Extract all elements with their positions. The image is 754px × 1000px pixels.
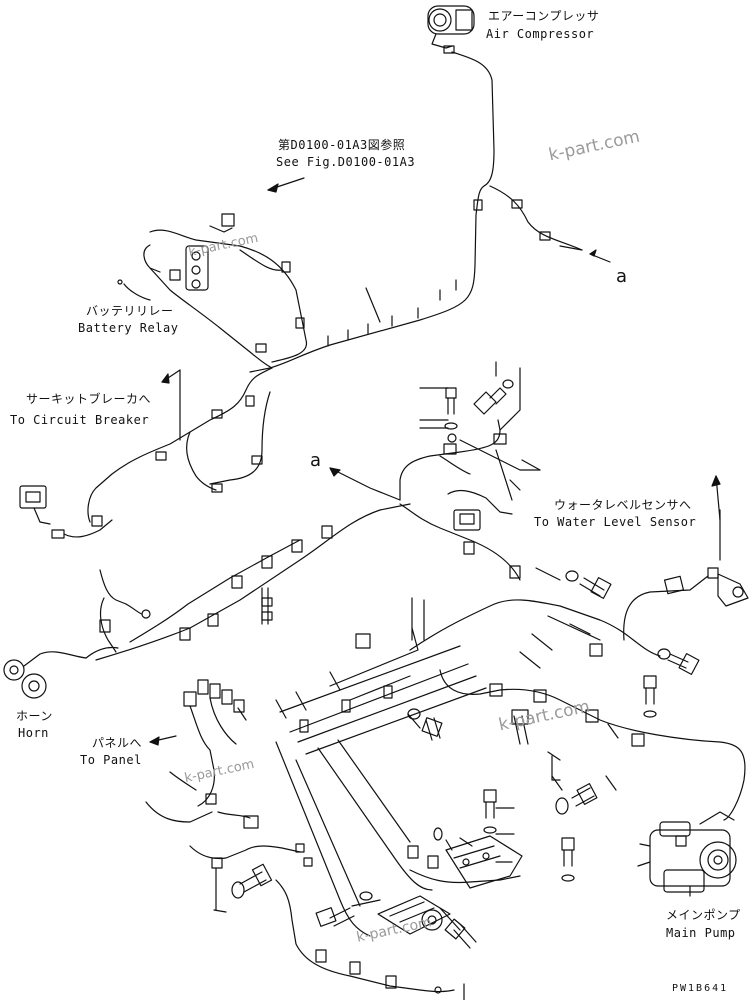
see-fig-label-en: See Fig.D0100-01A3 — [276, 155, 416, 169]
see-fig-label-jp: 第D0100-01A3図参照 — [278, 138, 406, 152]
circuit-breaker-label-en: To Circuit Breaker — [10, 413, 150, 427]
main-pump-icon — [638, 812, 736, 896]
battery-relay-label-jp: バッテリリレー — [86, 304, 174, 318]
air-compressor-label-en: Air Compressor — [486, 27, 595, 41]
panel-label-en: To Panel — [80, 753, 142, 767]
air-compressor-label-jp: エアーコンプレッサ — [488, 9, 600, 23]
left-connector-icon — [20, 486, 64, 538]
relay-box-icon — [454, 510, 480, 530]
compressor-harness — [452, 52, 494, 186]
reference-a-center: a — [310, 450, 322, 471]
water-level-label-jp: ウォータレベルセンサへ — [554, 498, 692, 512]
panel-label-jp: パネルへ — [92, 736, 143, 750]
frame-rails — [276, 628, 486, 936]
horn-icon — [4, 652, 86, 698]
bolt-set-lower-left — [232, 864, 272, 898]
panel-connector-bundle — [184, 680, 244, 806]
bottom-harness — [276, 880, 454, 992]
main-frame-harness — [96, 504, 410, 660]
circuit-breaker-label-jp: サーキットブレーカへ — [26, 392, 152, 406]
water-level-sensor-icon — [708, 568, 748, 606]
main-pump-label-en: Main Pump — [666, 926, 736, 940]
bottom-plate — [316, 892, 476, 948]
bolt-set-right — [536, 568, 699, 717]
relay-harness — [150, 230, 307, 362]
branch-to-a-right — [490, 186, 582, 250]
horn-label-jp: ホーン — [16, 709, 53, 723]
bolt-set-upper — [420, 362, 520, 442]
reference-a-right: a — [616, 266, 628, 287]
battery-relay-label-en: Battery Relay — [78, 321, 179, 335]
water-level-label-en: To Water Level Sensor — [534, 515, 697, 529]
bolt-set-center — [408, 709, 597, 814]
drawing-code: PW1B641 — [672, 983, 729, 994]
circuit-breaker-harness — [88, 368, 272, 522]
bolt-set-lower-center — [434, 756, 574, 881]
horn-label-en: Horn — [18, 726, 49, 740]
main-pump-label-jp: メインポンプ — [666, 908, 741, 922]
pump-harness — [410, 600, 660, 656]
harness-clips — [328, 280, 456, 346]
air-compressor-icon — [428, 6, 474, 53]
lower-bracket — [408, 836, 522, 888]
